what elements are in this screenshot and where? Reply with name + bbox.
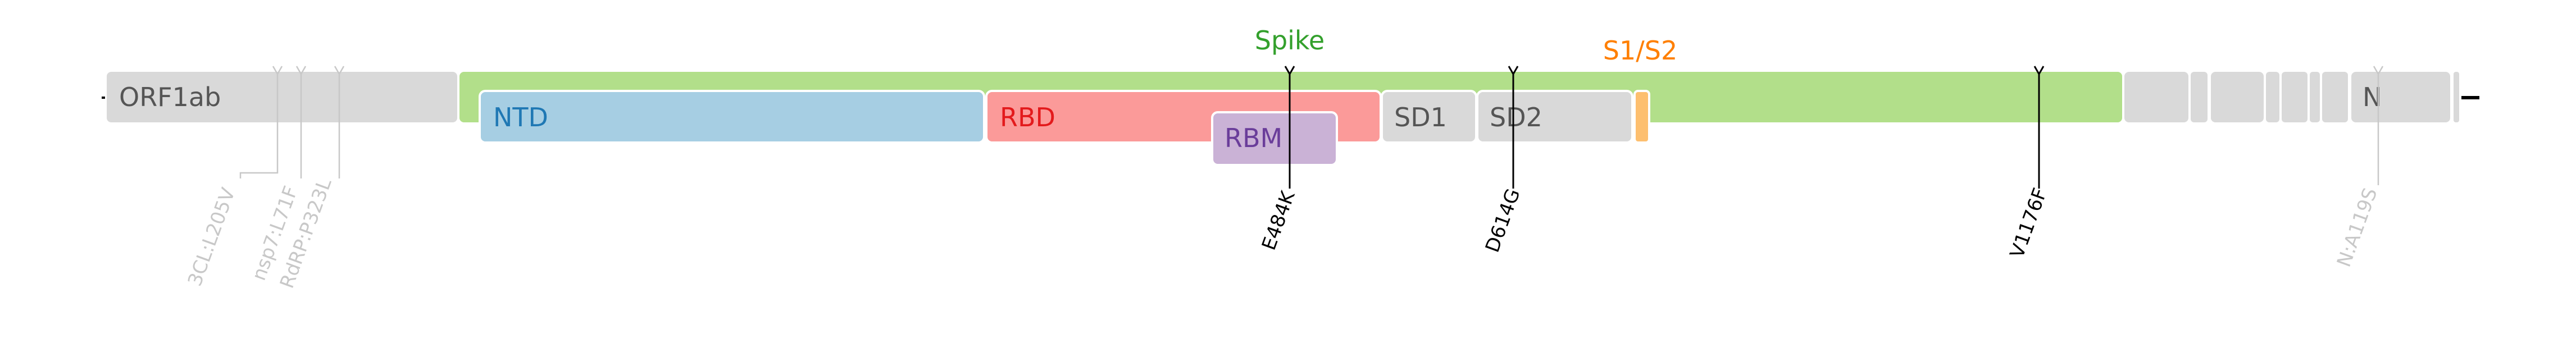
n-gene-label: N [2363,82,2382,112]
ntd-label: NTD [493,102,548,132]
gene-block [2322,72,2348,122]
sd2-domain [1476,90,1633,144]
gene-block [2124,72,2188,122]
ntd-domain [479,90,985,144]
sd1-label: SD1 [1394,102,1447,132]
gene-block [2310,72,2320,122]
rbm-domain [1211,111,1338,166]
orf1ab-label: ORF1ab [119,82,221,112]
gene-block [2266,72,2279,122]
sd2-label: SD2 [1490,102,1542,132]
rbd-label: RBD [1000,102,1055,132]
mutation-label: D614G [1481,186,1525,255]
orf1ab-block [107,72,457,122]
mutation-label: 3CL:L205V [184,185,240,290]
rbm-label: RBM [1225,123,1282,153]
n-gene-block [2351,72,2450,122]
gene-block [2454,72,2459,122]
mutation-label: E484K [1258,187,1300,253]
cleavage-site-mark [1633,90,1650,144]
mutation-label: V1176F [2006,185,2052,261]
mutation-label: N:A119S [2333,185,2382,270]
cleavage-label: S1/S2 [1603,35,1677,66]
gene-block [2191,72,2208,122]
gene-block [2211,72,2264,122]
spike-label: Spike [1255,25,1325,56]
gene-block [2282,72,2308,122]
